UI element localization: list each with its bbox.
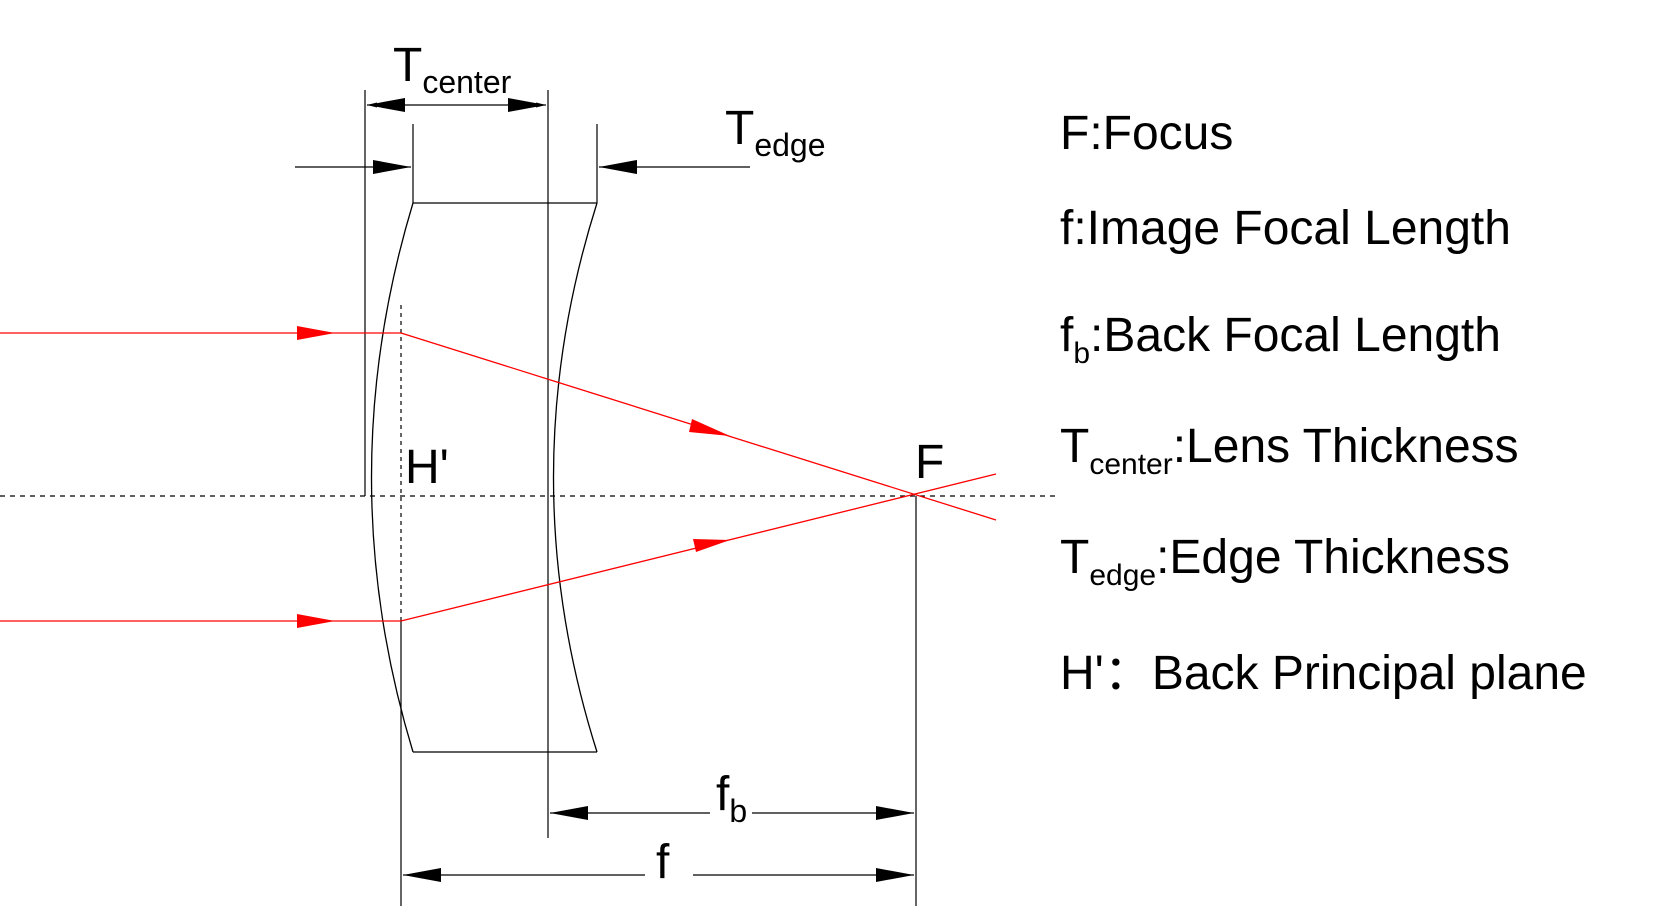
focus-label: F — [915, 436, 944, 489]
t-center-arrow-left — [367, 98, 405, 112]
legend-principal-plane: H'：Back Principal plane — [1060, 650, 1587, 698]
lens — [370, 202, 598, 753]
lens-back-surface — [552, 202, 598, 753]
legend-image-focal-length: f:Image Focal Length — [1060, 205, 1511, 253]
legend-principal-plane-text: H'：Back Principal plane — [1060, 647, 1587, 700]
t-center-arrow-right — [508, 98, 546, 112]
legend-image-focal-text: f:Image Focal Length — [1060, 202, 1511, 255]
legend-lens-thickness: Tcenter:Lens Thickness — [1060, 423, 1519, 480]
t-center-label: Tcenter — [393, 39, 512, 100]
lens-front-surface — [370, 202, 414, 753]
rays — [0, 332, 997, 622]
legend-lens-thickness-symbol: T — [1060, 420, 1090, 473]
f-arrow-right — [876, 868, 914, 882]
legend-back-focal-subscript: b — [1073, 337, 1091, 370]
legend-focus: F:Focus — [1060, 110, 1233, 158]
upper-incident-arrow — [297, 326, 335, 340]
fb-label: fb — [716, 768, 747, 829]
lower-refracted-arrow — [693, 539, 730, 552]
legend-focus-text: F:Focus — [1060, 107, 1234, 160]
f-arrow-left — [403, 868, 441, 882]
legend-lens-thickness-text: :Lens Thickness — [1172, 420, 1519, 473]
legend-back-focal-text: :Back Focal Length — [1090, 309, 1501, 362]
t-edge-arrow-right — [599, 160, 637, 174]
f-label: f — [656, 836, 670, 889]
legend-back-focal-symbol: f — [1060, 309, 1074, 362]
fb-arrow-right — [876, 806, 914, 820]
ray-arrows — [297, 326, 730, 628]
lower-incident-arrow — [297, 614, 335, 628]
upper-refracted-arrow — [689, 419, 730, 436]
legend-back-focal-length: fb:Back Focal Length — [1060, 312, 1501, 369]
t-edge-label: Tedge — [725, 102, 826, 163]
t-edge-arrow-left — [373, 160, 411, 174]
legend-edge-thickness: Tedge:Edge Thickness — [1060, 534, 1510, 591]
legend-edge-thickness-text: :Edge Thickness — [1156, 531, 1511, 584]
fb-arrow-left — [550, 806, 588, 820]
legend-lens-thickness-subscript: center — [1089, 448, 1173, 481]
h-prime-label: H' — [405, 441, 449, 494]
legend-edge-thickness-symbol: T — [1060, 531, 1090, 584]
legend-edge-thickness-subscript: edge — [1089, 559, 1157, 592]
